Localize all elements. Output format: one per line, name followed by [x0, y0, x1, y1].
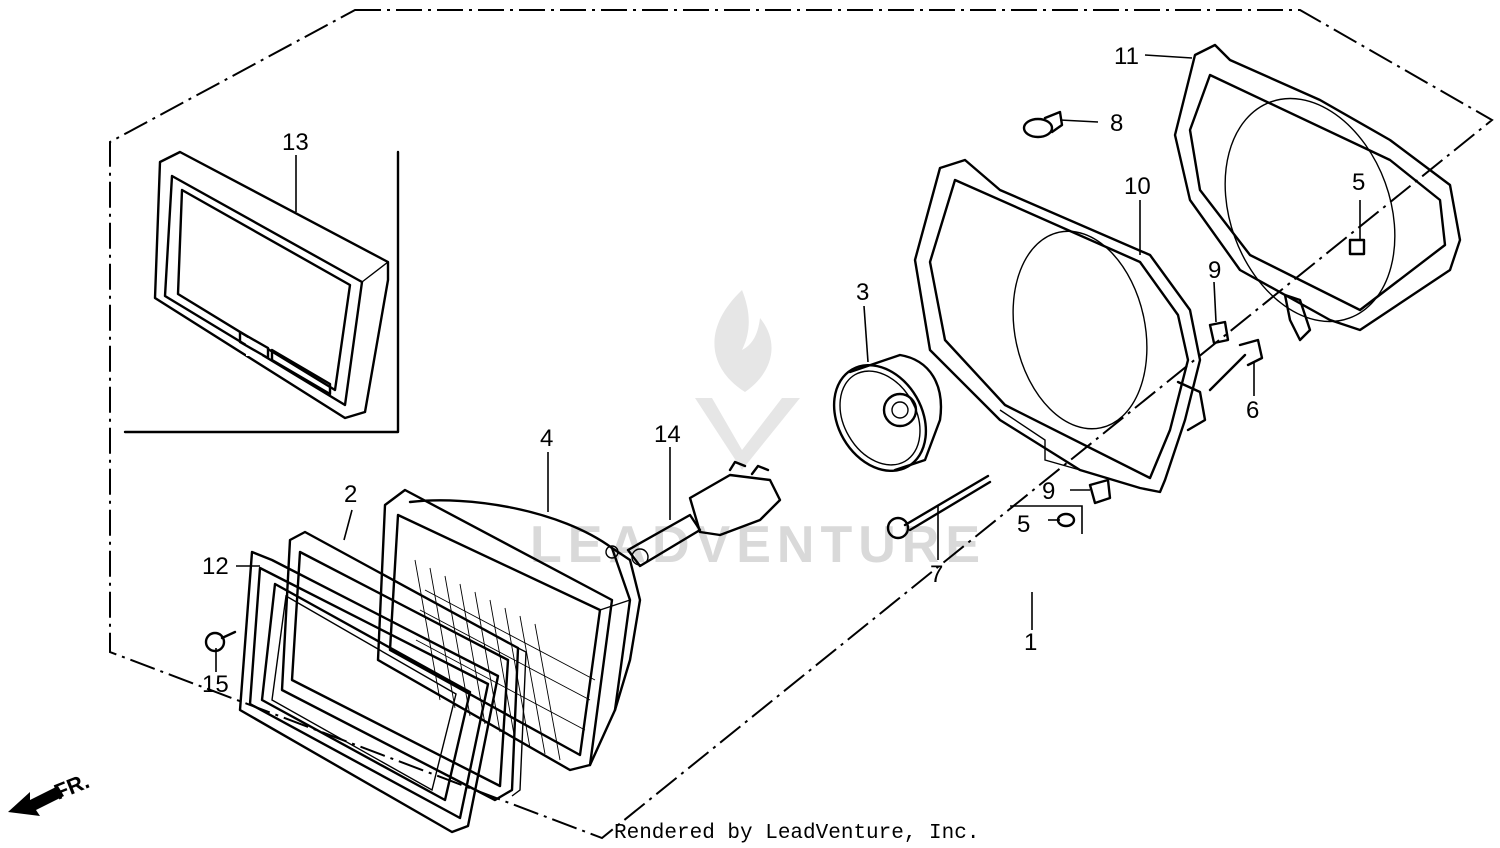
lens-hatching	[414, 559, 596, 761]
part-12-rim	[238, 550, 500, 834]
part-4-lens-unit	[376, 488, 642, 772]
part-15-screw	[204, 630, 237, 653]
part-2-gasket	[280, 530, 527, 802]
callout-labels: 1 2 3 4 5 5 6 7 8 9 9 10 11 12 13 14 15	[202, 43, 1365, 698]
part-6-bolt	[1208, 338, 1264, 392]
render-caption: Rendered by LeadVenture, Inc.	[614, 822, 979, 845]
part-11-bracket	[1173, 43, 1462, 342]
part-9-nut-upper	[1208, 320, 1230, 345]
callout-5b: 5	[1017, 511, 1030, 538]
callout-13: 13	[282, 129, 309, 156]
callout-9b: 9	[1208, 257, 1221, 284]
watermark: LEADVENTURE	[530, 290, 980, 574]
assembly-boundary	[109, 9, 1494, 840]
callout-2: 2	[344, 481, 357, 508]
part-13-trim	[153, 150, 390, 420]
watermark-v-icon	[695, 398, 800, 470]
callout-10: 10	[1124, 173, 1151, 200]
front-direction-marker: FR.	[8, 768, 93, 816]
front-arrow-icon	[8, 786, 64, 816]
callout-3: 3	[856, 279, 869, 306]
callout-6: 6	[1246, 397, 1259, 424]
part-9-nut-lower	[1088, 478, 1112, 505]
watermark-flame-icon	[714, 290, 772, 392]
inset-box	[123, 150, 400, 434]
callout-5a: 5	[1352, 169, 1365, 196]
part-14-bulb	[626, 460, 782, 568]
callout-4: 4	[540, 425, 553, 452]
front-label: FR.	[51, 768, 93, 804]
callout-8: 8	[1110, 110, 1123, 137]
callout-12: 12	[202, 553, 229, 580]
part-8-screw	[1022, 110, 1064, 139]
callout-14: 14	[654, 421, 681, 448]
leader-lines	[215, 54, 1361, 672]
callout-15: 15	[202, 671, 229, 698]
callout-11: 11	[1114, 43, 1139, 70]
callout-1: 1	[1024, 629, 1037, 656]
part-10-case	[913, 158, 1207, 494]
part-5-cap-lower	[1056, 512, 1076, 528]
part-3-dust-cover	[832, 353, 943, 473]
part-7-screw	[886, 474, 992, 540]
callout-9a: 9	[1042, 478, 1055, 505]
callout-7: 7	[930, 561, 943, 588]
